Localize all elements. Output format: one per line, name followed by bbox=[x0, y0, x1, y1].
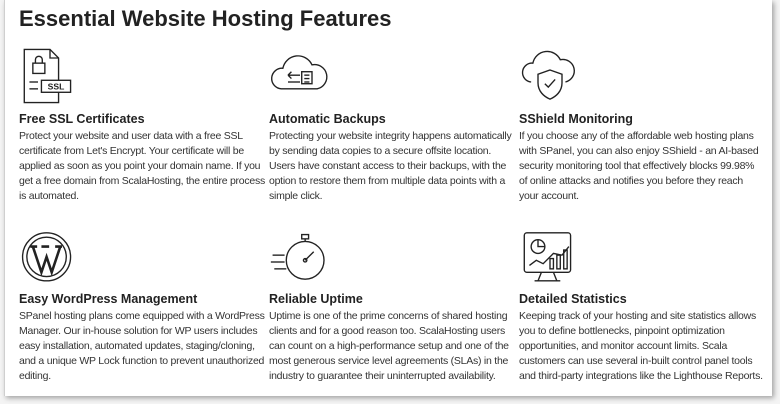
page-title: Essential Website Hosting Features bbox=[19, 6, 392, 31]
feature-text: Uptime is one of the prime concerns of s… bbox=[269, 310, 509, 382]
cloud-shield-icon bbox=[521, 50, 575, 100]
statistics-chart-icon bbox=[523, 232, 572, 282]
feature-text: If you choose any of the affordable web … bbox=[519, 130, 759, 202]
feature-sshield: SShield Monitoring If you choose any of … bbox=[519, 46, 765, 204]
feature-heading: Reliable Uptime bbox=[269, 292, 363, 306]
ssl-badge: SSL bbox=[48, 82, 65, 92]
feature-wordpress: Easy WordPress Management SPanel hosting… bbox=[19, 226, 265, 384]
feature-heading: Detailed Statistics bbox=[519, 292, 627, 306]
feature-heading: Easy WordPress Management bbox=[19, 292, 198, 306]
feature-text: Keeping track of your hosting and site s… bbox=[519, 310, 763, 382]
feature-backups: Automatic Backups Protecting your websit… bbox=[269, 46, 515, 204]
feature-statistics: Detailed Statistics Keeping track of you… bbox=[519, 226, 765, 384]
feature-text: SPanel hosting plans come equipped with … bbox=[19, 310, 265, 382]
wordpress-icon bbox=[21, 232, 72, 282]
feature-ssl: SSL Free SSL Certificates Protect your w… bbox=[19, 46, 265, 204]
feature-heading: Free SSL Certificates bbox=[19, 112, 145, 126]
feature-uptime: Reliable Uptime Uptime is one of the pri… bbox=[269, 226, 515, 384]
ssl-certificate-icon: SSL bbox=[23, 48, 72, 104]
stopwatch-icon bbox=[270, 233, 325, 280]
feature-text: Protecting your website integrity happen… bbox=[269, 130, 512, 202]
feature-heading: Automatic Backups bbox=[269, 112, 386, 126]
cloud-backup-icon bbox=[271, 55, 328, 90]
feature-text: Protect your website and user data with … bbox=[19, 130, 265, 202]
features-section: Essential Website Hosting Features SSL F… bbox=[4, 0, 772, 396]
feature-heading: SShield Monitoring bbox=[519, 112, 633, 126]
